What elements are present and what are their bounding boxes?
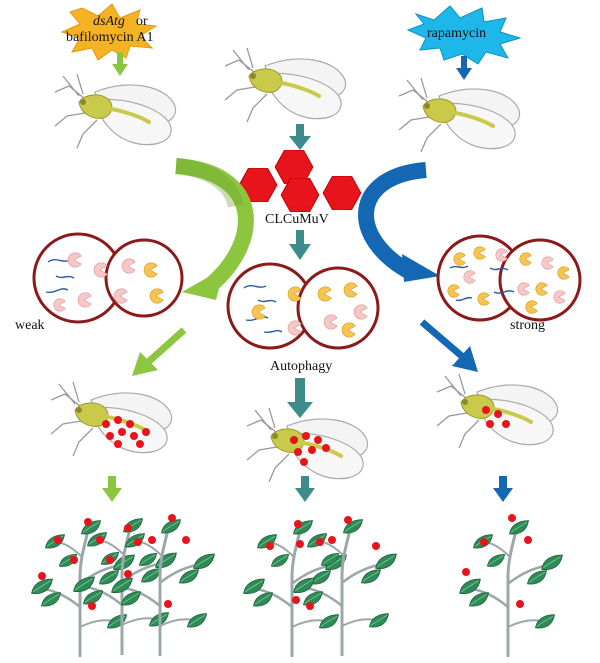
arrow-inhibitor-down bbox=[112, 52, 128, 76]
autophagosome-cell-icon bbox=[226, 262, 380, 350]
plant-group-center bbox=[244, 516, 397, 657]
plant-group-left bbox=[32, 514, 215, 657]
inducer-label: rapamycin bbox=[427, 26, 486, 41]
center-process-label: Autophagy bbox=[270, 359, 332, 374]
right-level-label: strong bbox=[510, 318, 545, 333]
virus-hexagon-icon bbox=[322, 176, 362, 210]
virus-label: CLCuMuV bbox=[265, 212, 329, 227]
plant-group-right bbox=[460, 514, 563, 657]
left-level-label: weak bbox=[15, 318, 45, 333]
inhibitor-burst-icon bbox=[60, 3, 158, 61]
arrow-right-to-plants bbox=[493, 476, 513, 502]
tomato-plant-icon bbox=[460, 521, 563, 657]
arrow-center-to-cell bbox=[289, 230, 311, 260]
inhibitor-label-italic: dsAtg bbox=[93, 14, 125, 29]
arrow-center-to-plants bbox=[295, 476, 315, 502]
whitefly-icon bbox=[247, 408, 368, 482]
tomato-plant-icon bbox=[294, 520, 397, 656]
whitefly-icon bbox=[399, 78, 520, 152]
arrow-inducer-down bbox=[456, 56, 472, 80]
autophagosome-cell-icon bbox=[436, 234, 582, 322]
whitefly-icon bbox=[225, 48, 346, 122]
arrow-center-down bbox=[287, 378, 313, 418]
viruliferous-whitefly-right bbox=[437, 374, 558, 448]
virus-cluster bbox=[238, 150, 362, 212]
whitefly-icon bbox=[55, 74, 176, 148]
arrow-left-to-plants bbox=[102, 476, 122, 502]
viruliferous-whitefly-left bbox=[51, 382, 172, 456]
arrow-right-diagonal bbox=[419, 319, 478, 372]
curved-arrow-right bbox=[358, 162, 440, 282]
autophagosome-cell-icon bbox=[32, 232, 184, 324]
whitefly-icon bbox=[51, 382, 172, 456]
curved-arrow-left bbox=[174, 158, 254, 300]
inhibitor-label-or: or bbox=[136, 14, 148, 29]
inducer-burst-icon bbox=[406, 5, 522, 65]
viruliferous-whitefly-center bbox=[247, 408, 368, 482]
arrow-left-diagonal bbox=[132, 327, 187, 376]
inhibitor-label-line2: bafilomycin A1 bbox=[66, 30, 154, 45]
arrow-center-to-virus bbox=[289, 124, 311, 150]
